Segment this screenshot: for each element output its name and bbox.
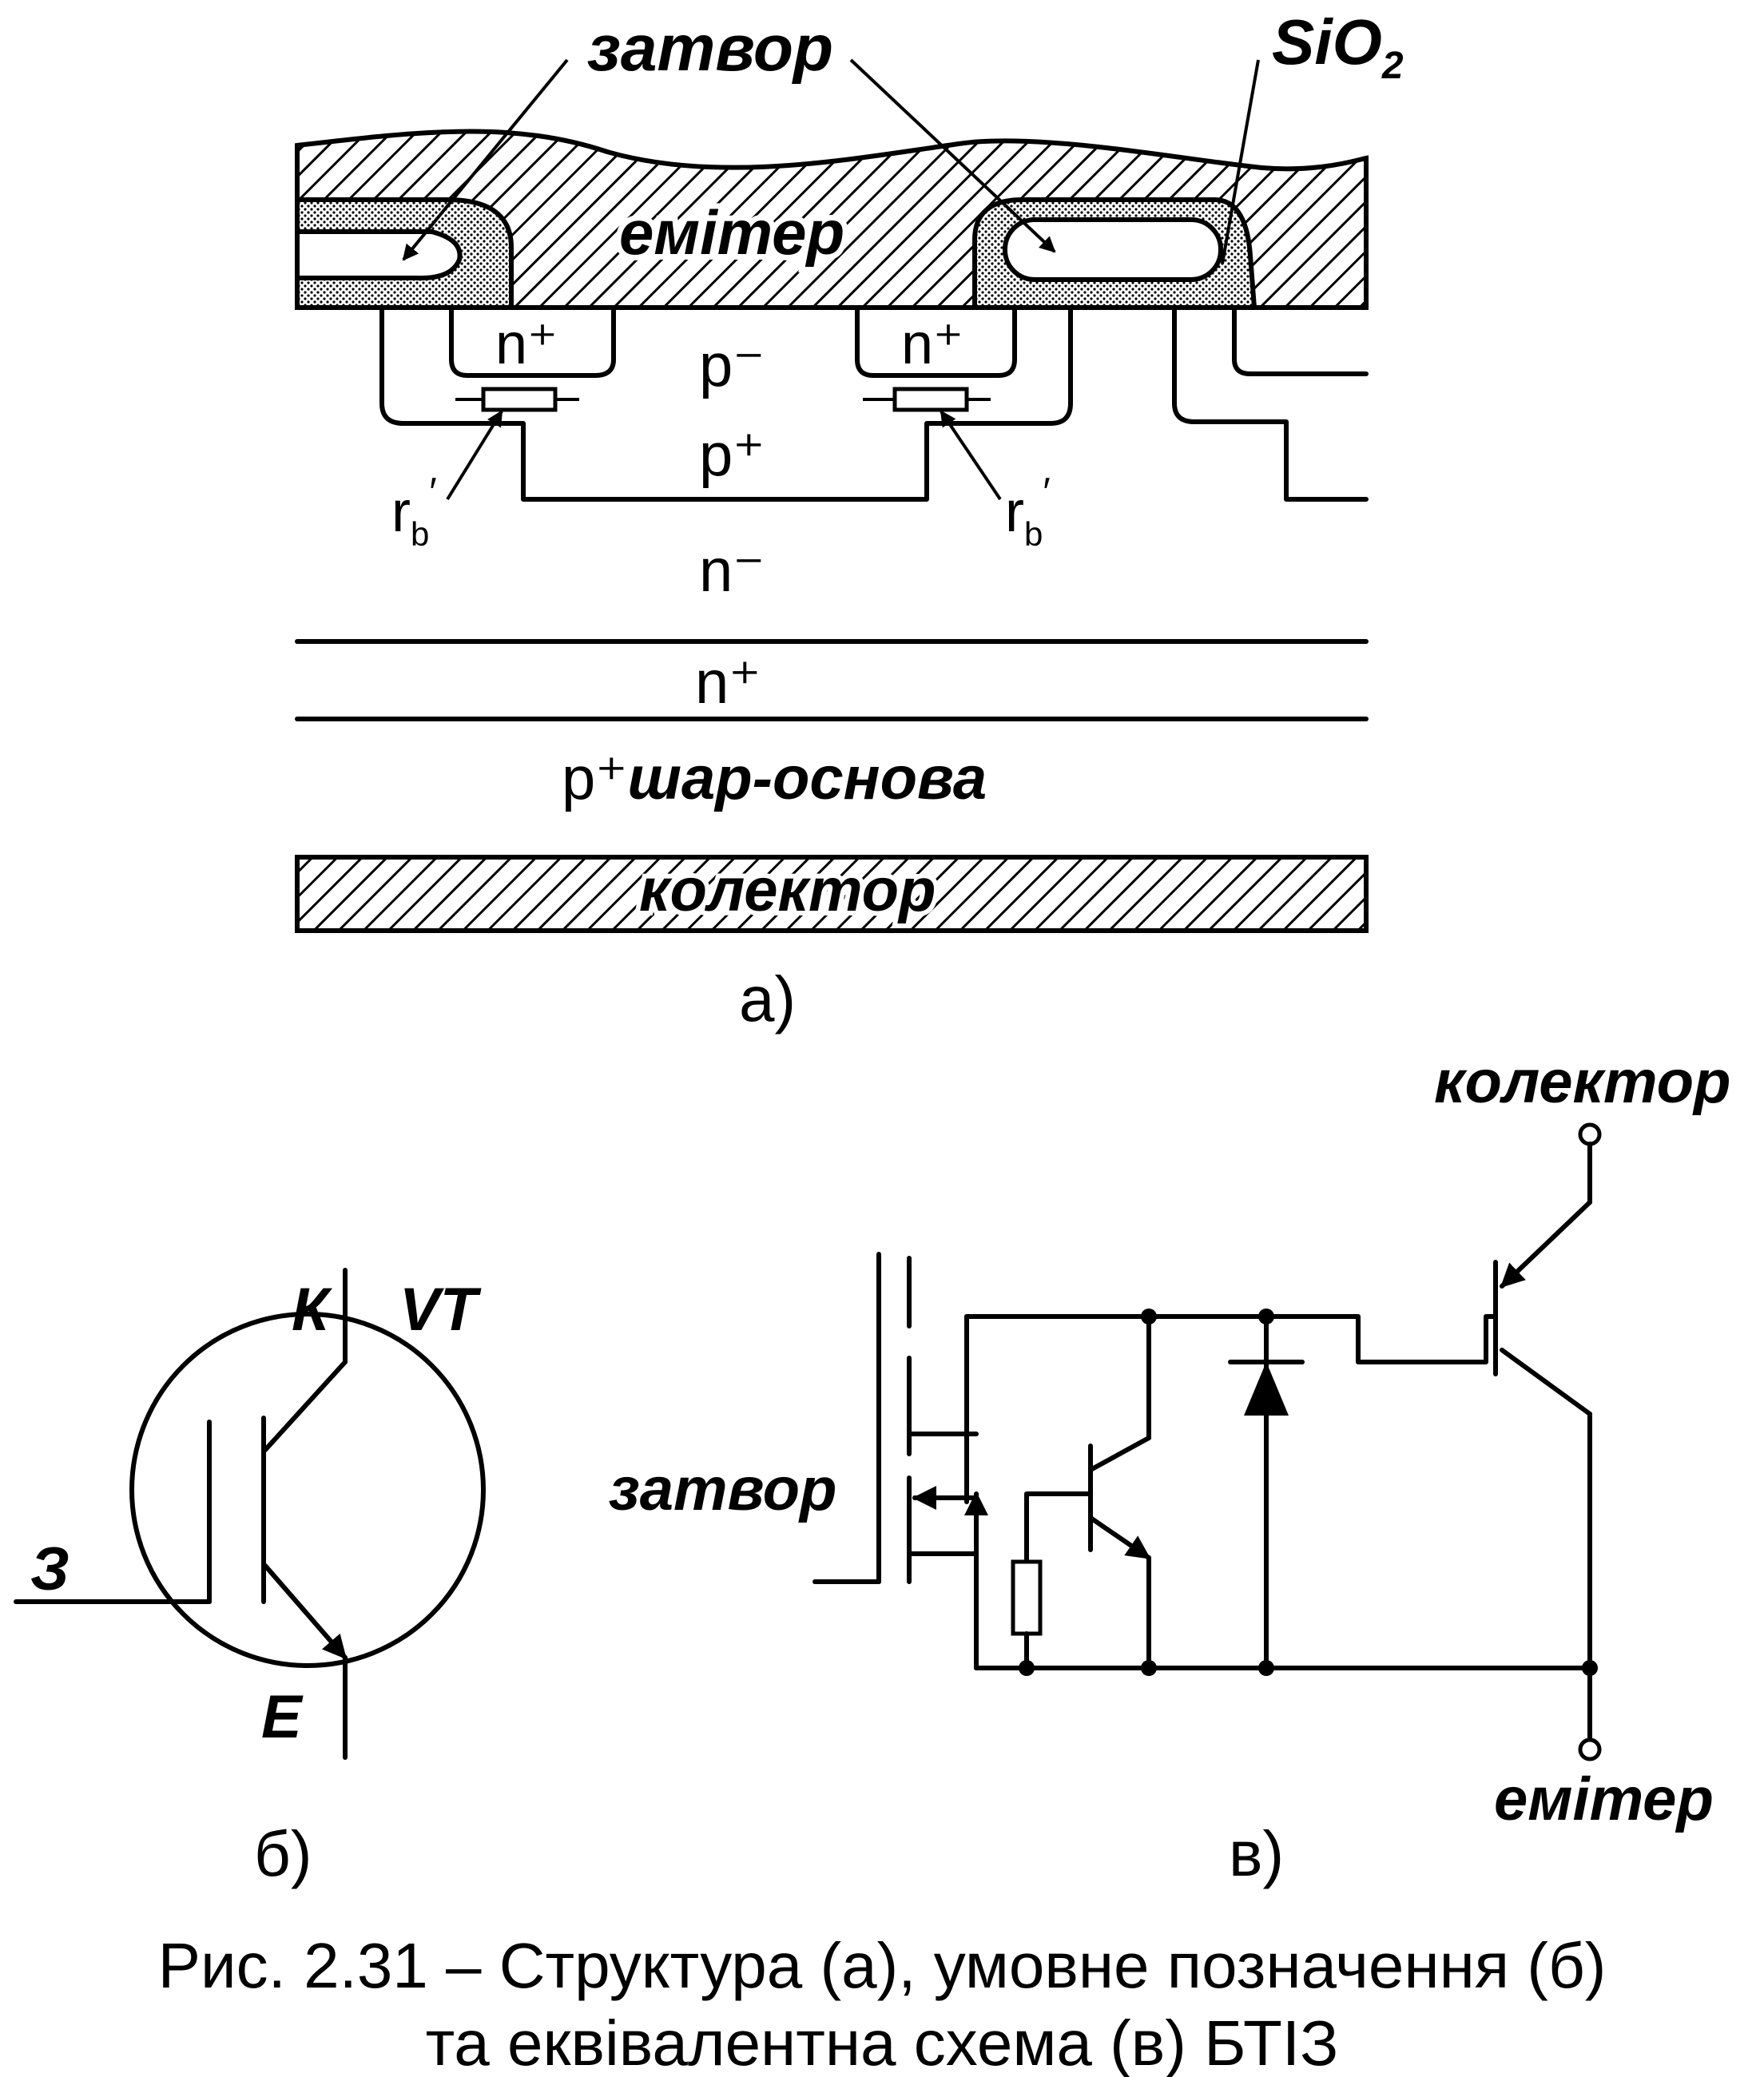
figure-caption-line1: Рис. 2.31 – Структура (а), умовне познач… [158,1930,1607,2001]
e-label: Е [261,1683,304,1751]
n-plus-left-label: n⁺ [495,312,558,376]
n-plus-left [449,308,616,378]
gate-poly-right [1003,217,1223,282]
igbt-symbol: К VT З Е б) [14,1268,486,1889]
oxide-leader [1221,59,1260,264]
gate-poly-left [295,229,463,281]
n-plus-right [855,308,1017,378]
caption-c: в) [1229,1818,1284,1889]
emitter-label-c: емітер [1494,1765,1714,1833]
junction-dot [1019,1660,1035,1676]
emitter-diag [263,1563,348,1660]
npn-emitter [1088,1515,1151,1560]
rb-leader-left [446,410,503,501]
rb-resistor-left [455,387,579,412]
collector-diag [263,1360,348,1452]
npn-base-wire [1024,1491,1093,1564]
p-plus-label: p⁺ [699,421,765,489]
base-resistor [1011,1559,1043,1636]
gate-label: затвор [587,12,833,85]
collector-metal-label: колектор [639,856,936,924]
junction-dot [1141,1309,1157,1324]
vt-label: VT [399,1276,482,1344]
k-label: К [292,1276,333,1344]
collector-label: колектор [1434,1048,1730,1116]
emitter-label: емітер [619,197,844,268]
p-well-edge [1232,308,1369,376]
g-label: З [30,1535,70,1603]
substrate-label: p⁺шар-основа [562,745,987,812]
rb-label-left: rb′ [391,470,437,553]
equivalent-circuit: колектор затвор емітер в) [609,1048,1730,1889]
n-plus-right-label: n⁺ [901,312,963,376]
rb-label-right: rb′ [1005,470,1051,553]
pnp-emitter [1500,1200,1592,1289]
structure-diagram: затвор SiO2 емітер n⁺ n⁺ p⁻ p⁺ rb′ rb′ n… [295,6,1404,1035]
junction-dot [1141,1660,1157,1676]
n-minus-label: n⁻ [699,537,765,605]
figure-caption-line2: та еквівалентна схема (в) БТІЗ [426,2008,1339,2077]
collector-metal [295,855,1369,933]
gate-leader-left [402,58,569,261]
collector-terminal [1578,1122,1602,1146]
symbol-circle [129,1312,486,1668]
p-well-right [1172,308,1369,502]
rb-leader-right [940,410,1002,501]
junction-dot [1582,1660,1598,1676]
junction-dot [1258,1309,1274,1324]
gate-label-c: затвор [609,1455,836,1523]
p-minus-label: p⁻ [699,332,765,399]
npn-collector [1088,1436,1151,1472]
junction-dot [1258,1660,1274,1676]
p-well-left [379,308,1073,502]
pnp-collector [1500,1348,1592,1416]
n-plus-layer-label: n⁺ [695,649,761,717]
diode-triangle [1244,1361,1289,1416]
rb-resistor-right [863,387,991,412]
top-rail [964,1314,1488,1504]
emitter-terminal [1578,1737,1602,1761]
caption-b: б) [254,1818,312,1889]
gate-leader-right [849,58,1056,253]
oxide-label: SiO2 [1272,6,1404,87]
caption-a: а) [739,963,796,1035]
